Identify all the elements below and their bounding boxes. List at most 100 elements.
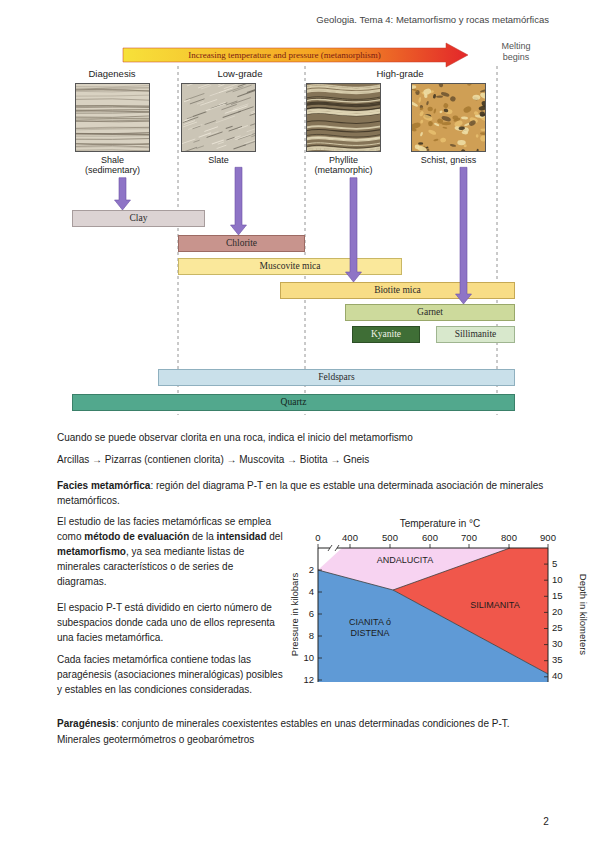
grade-arrow — [346, 178, 362, 282]
rock-texture — [306, 85, 381, 88]
mineral-name: Quartz — [281, 395, 307, 410]
mineral-range-band: Chlorite — [178, 235, 305, 252]
rock-texture — [75, 149, 150, 151]
rock-texture — [199, 133, 211, 137]
rock-texture — [75, 112, 150, 114]
rock-texture — [181, 83, 256, 152]
rock-texture — [193, 112, 206, 117]
rock-texture — [75, 127, 150, 128]
tick-marks — [318, 544, 548, 680]
rock-texture — [190, 99, 205, 104]
body-text: del — [269, 531, 282, 542]
tick-label: 25 — [552, 623, 563, 634]
grade-arrow — [231, 167, 247, 235]
rock-texture — [235, 134, 252, 140]
photo-frame — [412, 84, 486, 152]
rock-texture — [443, 102, 450, 109]
rock-texture — [418, 97, 422, 103]
tick-label: 700 — [461, 533, 477, 544]
rock-texture — [75, 146, 150, 148]
rock-photo — [306, 83, 381, 152]
rock-texture — [197, 102, 204, 105]
rock-texture — [439, 110, 443, 113]
mineral-range-band: Feldspars — [158, 369, 515, 386]
mineral-range-band: Kyanite — [352, 326, 420, 343]
rock-texture — [75, 129, 150, 130]
rock-texture — [420, 119, 424, 124]
tick-label: 900 — [540, 533, 556, 544]
rock-texture — [244, 139, 256, 144]
rock-texture — [233, 145, 245, 149]
field-label: SILIMANITA — [470, 600, 519, 610]
rock-texture — [237, 90, 256, 97]
photo-frame — [76, 84, 150, 152]
rock-texture — [479, 111, 486, 118]
body-text: Arcillas → Pizarras (contienen clorita) … — [57, 453, 557, 467]
rock-texture — [468, 119, 477, 127]
rock-texture — [426, 148, 429, 151]
rock-texture — [422, 88, 431, 96]
rock-texture — [205, 121, 216, 125]
axis-break — [335, 545, 339, 551]
rock-texture — [226, 126, 233, 128]
tick-label: 10 — [303, 653, 314, 664]
rock-texture — [75, 107, 150, 109]
rock-texture — [75, 111, 150, 112]
tick-label: 35 — [552, 655, 563, 666]
rock-texture — [233, 85, 252, 92]
rock-texture — [75, 119, 150, 120]
rock-caption: Schist, gneiss — [411, 155, 486, 165]
rock-texture — [233, 104, 249, 109]
rock-texture — [437, 118, 444, 125]
rock-texture — [433, 108, 437, 114]
mineral-name: Muscovite mica — [260, 259, 321, 274]
mineral-name: Kyanite — [371, 327, 401, 342]
rock-texture — [75, 99, 150, 100]
rock-texture — [306, 134, 381, 137]
tick-label: 0 — [315, 533, 320, 544]
rock-texture — [224, 83, 239, 88]
rock-texture — [443, 108, 448, 112]
text-paragraph: Paragénesis: conjunto de minerales coexi… — [57, 716, 562, 731]
rock-texture — [306, 102, 381, 105]
rock-texture — [75, 110, 150, 111]
rock-texture — [427, 106, 433, 111]
rock-texture — [449, 95, 456, 102]
rock-texture — [193, 140, 199, 142]
axis-line — [318, 548, 319, 682]
rock-texture — [75, 144, 150, 145]
rock-photo — [181, 83, 256, 152]
rock-texture — [440, 91, 450, 97]
rock-texture — [306, 148, 381, 151]
tick-label: 10 — [552, 575, 563, 586]
rock-texture — [75, 109, 150, 111]
rock-texture — [306, 138, 381, 141]
rock-texture — [196, 146, 204, 149]
rock-texture — [426, 101, 429, 106]
rock-texture — [75, 83, 150, 152]
body-text: método de evaluación — [84, 531, 189, 542]
body-text: El espacio P-T está dividido en cierto n… — [57, 600, 285, 645]
mineral-range-band: Biotite mica — [280, 282, 515, 299]
tick-label: 400 — [342, 533, 358, 544]
rock-texture — [229, 126, 242, 131]
rock-texture — [458, 126, 465, 130]
rock-texture — [238, 126, 248, 129]
grade-heading: Diagenesis — [89, 69, 136, 80]
body-text: Cada facies metamórfica contiene todas l… — [57, 652, 285, 697]
rock-texture — [75, 106, 150, 107]
rock-texture — [75, 86, 150, 87]
rock-texture — [416, 145, 427, 152]
rock-texture — [306, 126, 381, 129]
rock-texture — [183, 119, 189, 121]
phase-boundary — [393, 548, 510, 590]
mineral-name: Chlorite — [226, 236, 257, 251]
tick-label: 40 — [552, 671, 563, 682]
rock-texture — [238, 107, 253, 112]
kyanite-field — [318, 570, 548, 682]
rock-texture — [183, 117, 199, 122]
text-paragraph: El estudio de las facies metamórficas se… — [57, 514, 285, 589]
rock-texture — [201, 85, 211, 89]
rock-texture — [75, 95, 150, 96]
rock-texture — [218, 142, 224, 144]
